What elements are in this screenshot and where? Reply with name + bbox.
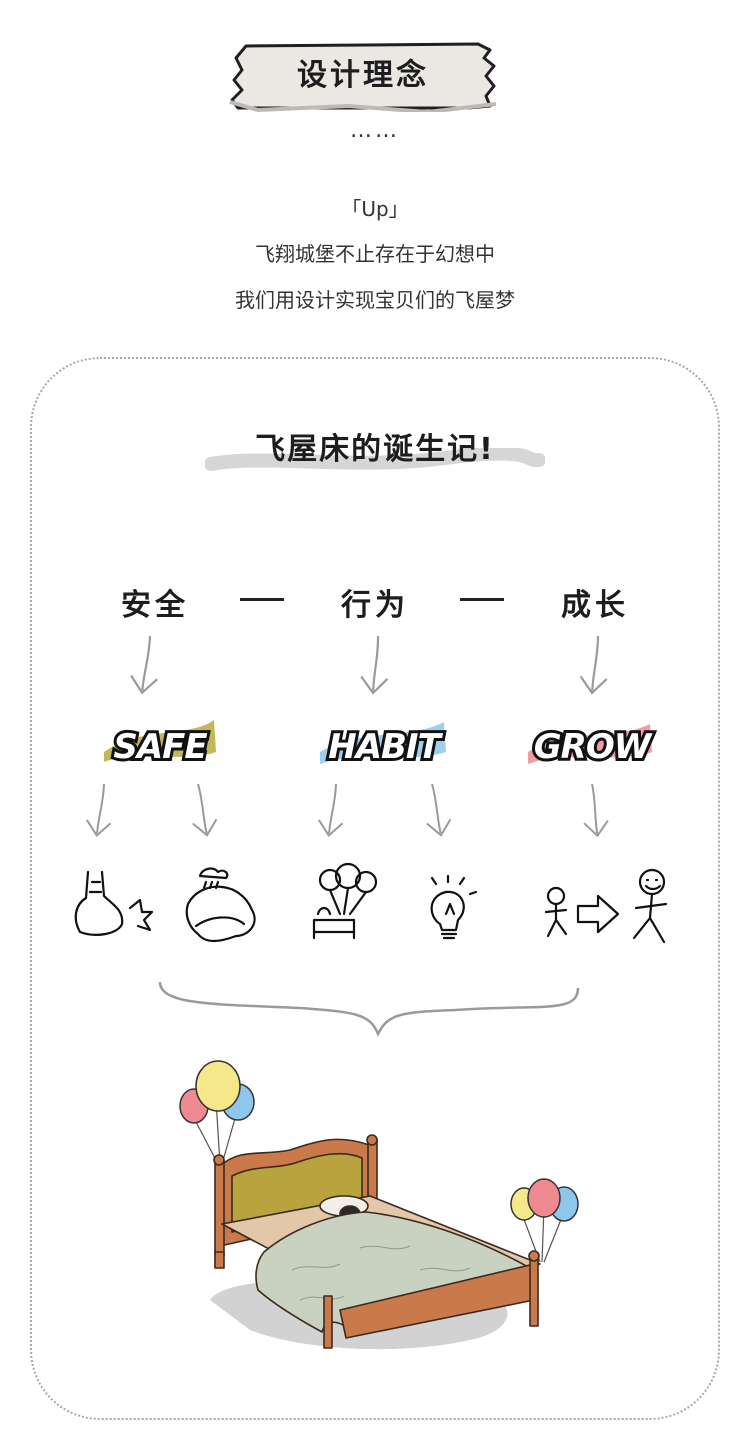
- arrow-down-icon: [83, 781, 117, 839]
- title-banner: 设计理念: [228, 40, 498, 112]
- safe-word: SAFE: [113, 727, 207, 767]
- grow-word: GROW: [534, 727, 653, 767]
- dash-divider: [240, 598, 284, 601]
- safe-highlight: [104, 720, 216, 762]
- concept-label-growth: 成长: [561, 588, 629, 623]
- grow-person-icon: [544, 868, 668, 944]
- page-title: 设计理念: [297, 58, 429, 93]
- balloons-right: [510, 1178, 579, 1263]
- concept-label-safety: 安全: [121, 588, 189, 623]
- concept-label-behavior: 行为: [341, 588, 409, 623]
- arrow-down-icon: [358, 633, 393, 696]
- dots-divider: ……: [350, 118, 400, 143]
- intro-line-3: 我们用设计实现宝贝们的飞屋梦: [235, 288, 515, 312]
- brush-underline: [205, 448, 545, 471]
- intro-line-2: 飞翔城堡不止存在于幻想中: [255, 242, 495, 266]
- arrow-down-icon: [127, 633, 165, 696]
- section-title: 飞屋床的诞生记!: [255, 432, 495, 467]
- lightbulb-icon: [430, 874, 478, 940]
- arrow-down-icon: [577, 633, 613, 696]
- bed-illustration: [213, 1134, 541, 1349]
- arrow-down-icon: [579, 781, 611, 838]
- arrow-down-icon: [185, 780, 220, 839]
- grow-highlight: [528, 724, 652, 764]
- intro-line-1: 「Up」: [341, 197, 409, 221]
- pillow-icon: [185, 867, 256, 943]
- illustration-layer: SAFE HABIT GROW: [74, 633, 668, 1350]
- story-card: [30, 357, 720, 1420]
- arrow-down-icon: [419, 780, 454, 839]
- dash-divider: [460, 598, 504, 601]
- habit-word: HABIT: [328, 727, 443, 767]
- curly-brace: [158, 981, 580, 1038]
- arrow-down-icon: [315, 781, 349, 839]
- balloons-left: [179, 1060, 255, 1165]
- foot-bump-icon: [74, 870, 154, 936]
- habit-highlight: [320, 722, 446, 764]
- torn-paper-shape: [229, 42, 497, 112]
- balloon-bed-icon: [312, 862, 378, 940]
